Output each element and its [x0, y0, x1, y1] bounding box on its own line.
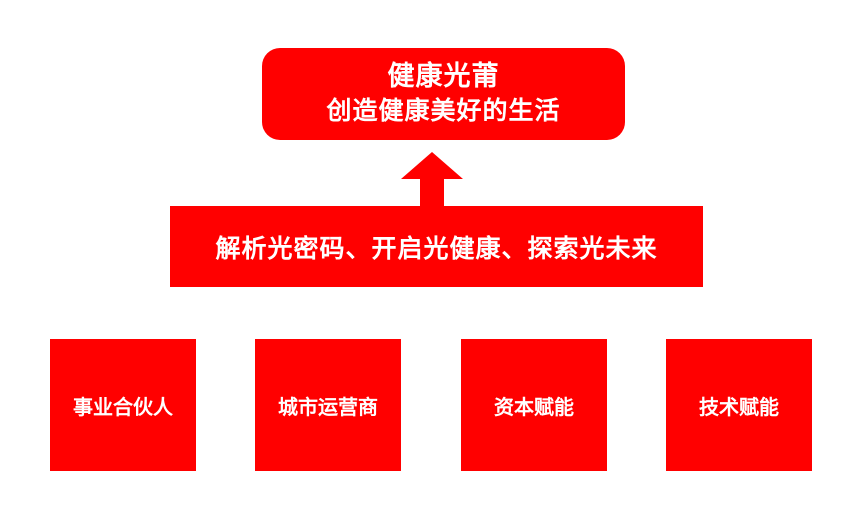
mission-banner: 解析光密码、开启光健康、探索光未来 — [170, 206, 703, 287]
pillar-capital-empowerment: 资本赋能 — [461, 339, 607, 471]
mission-text: 解析光密码、开启光健康、探索光未来 — [215, 233, 658, 263]
pillar-label: 技术赋能 — [699, 394, 779, 419]
top-goal-box: 健康光莆 创造健康美好的生活 — [262, 48, 625, 140]
pillar-technology-empowerment: 技术赋能 — [666, 339, 812, 471]
pillar-label: 城市运营商 — [278, 394, 378, 419]
pillar-label: 事业合伙人 — [73, 394, 173, 419]
arrow-up-icon — [401, 152, 463, 208]
pillar-business-partner: 事业合伙人 — [50, 339, 196, 471]
pillar-label: 资本赋能 — [494, 394, 574, 419]
goal-subtitle: 创造健康美好的生活 — [326, 96, 561, 125]
pillar-city-operator: 城市运营商 — [255, 339, 401, 471]
goal-title: 健康光莆 — [387, 61, 500, 92]
